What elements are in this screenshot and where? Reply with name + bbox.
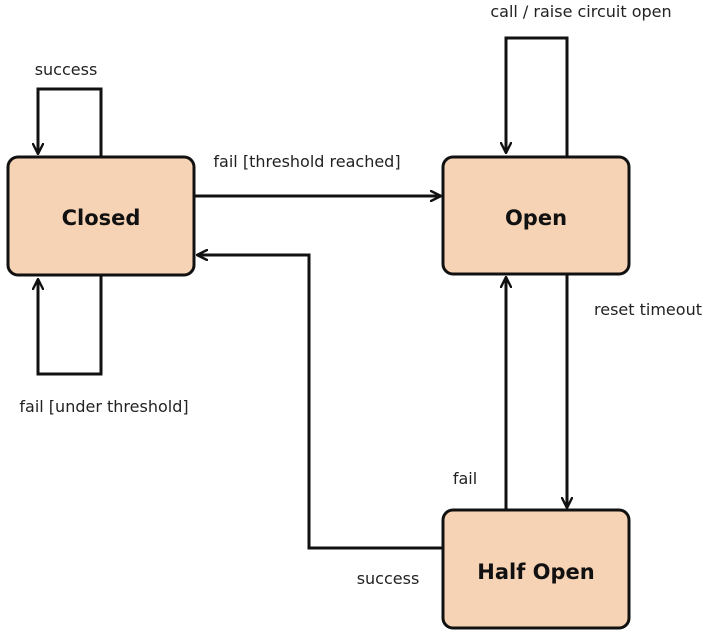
state-half-open: Half Open — [441, 508, 631, 630]
half-open-to-closed-label: success — [357, 569, 420, 588]
state-open-box — [441, 155, 631, 276]
state-half-open-label: Half Open — [477, 560, 594, 584]
half-open-to-closed-arrow — [197, 255, 443, 550]
state-half-open-box — [441, 508, 631, 630]
closed-to-open-label: fail [threshold reached] — [213, 152, 400, 171]
open-call-loop-arrow — [506, 36, 569, 156]
state-closed-label: Closed — [62, 206, 141, 230]
closed-fail-loop-arrow — [38, 276, 103, 376]
closed-success-loop-label: success — [35, 60, 98, 79]
state-open-label: Open — [505, 206, 567, 230]
open-call-loop-label: call / raise circuit open — [490, 2, 671, 21]
state-open: Open — [441, 155, 631, 276]
open-to-half-open-label: reset timeout — [594, 300, 702, 319]
closed-fail-loop-label: fail [under threshold] — [19, 397, 188, 416]
state-closed-box — [6, 155, 196, 277]
closed-success-loop-arrow — [38, 87, 103, 156]
half-open-to-open-label: fail — [453, 469, 477, 488]
state-closed: Closed — [6, 155, 196, 277]
